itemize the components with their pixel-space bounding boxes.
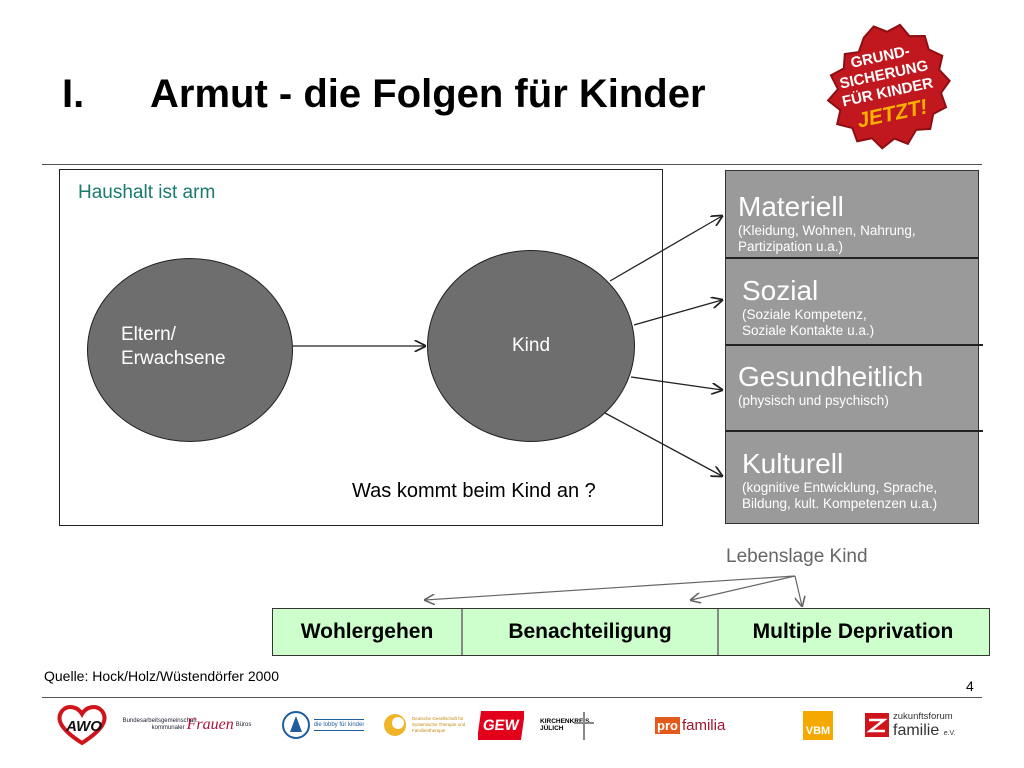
category-materiell: Materiell (Kleidung, Wohnen, Nahrung, Pa… xyxy=(738,191,916,255)
parents-label: Eltern/ Erwachsene xyxy=(121,323,226,371)
logo-circle-seal xyxy=(280,703,312,747)
arrow-to-sozial xyxy=(633,300,722,326)
panel-separator xyxy=(725,344,983,346)
familie-text: familie xyxy=(893,721,940,739)
category-kulturell: Kulturell (kognitive Entwicklung, Sprach… xyxy=(742,448,937,512)
logo-bag-frauenbueros: Bundesarbeitsgemeinschaft kommunaler Fra… xyxy=(122,703,252,747)
life-situation-label: Lebenslage Kind xyxy=(726,546,868,567)
awo-heart-icon: AWO xyxy=(57,705,107,746)
logo-pro-familia: pro familia xyxy=(655,703,775,747)
awo-text: AWO xyxy=(65,718,102,735)
category-gesundheitlich: Gesundheitlich (physisch und psychisch) xyxy=(738,361,923,409)
bag-small-text: Bundesarbeitsgemeinschaft kommunaler xyxy=(122,718,197,731)
outcome-row: Wohlergehen Benachteiligung Multiple Dep… xyxy=(272,608,990,656)
logo-zukunftsforum-familie: zukunftsforum familie e.V. xyxy=(864,703,976,747)
parents-label-line1: Eltern/ xyxy=(121,324,176,345)
logo-vbm: VBM xyxy=(800,703,836,747)
parents-label-line2: Erwachsene xyxy=(121,348,226,369)
arrow-to-kulturell xyxy=(604,412,722,476)
category-subtext-2: Soziale Kontakte u.a.) xyxy=(742,323,875,338)
arrow-lebenslage-to-wohlergehen xyxy=(425,575,796,600)
zukunftsforum-icon xyxy=(865,713,889,737)
bag-suffix-text: Büros xyxy=(235,722,252,728)
page-title: Armut - die Folgen für Kinder xyxy=(150,72,706,116)
logo-kirchenkreis: KIRCHENKREIS JÜLICH xyxy=(540,703,630,747)
household-label: Haushalt ist arm xyxy=(78,182,216,203)
panel-separator xyxy=(725,430,983,432)
outcome-benachteiligung: Benachteiligung xyxy=(508,620,672,643)
kirchenkreis-text: KIRCHENKREIS xyxy=(540,718,590,725)
logo-awo: AWO xyxy=(52,703,112,747)
category-subtext-1: (Soziale Kompetenz, xyxy=(742,307,867,322)
badge-icon: GRUND- SICHERUNG FÜR KINDER JETZT! xyxy=(826,23,951,150)
cross-bar xyxy=(574,722,594,724)
outcome-divider xyxy=(717,609,719,655)
logo-gew: GEW xyxy=(478,703,524,747)
child-circle xyxy=(427,250,635,442)
footer-divider xyxy=(42,697,982,698)
vbm-text: VBM xyxy=(802,710,834,740)
badge-grundsicherung: GRUND- SICHERUNG FÜR KINDER JETZT! xyxy=(816,18,958,160)
category-title: Materiell xyxy=(738,191,844,222)
pro-text: pro xyxy=(655,716,680,734)
arrow-to-gesundheitlich xyxy=(630,376,722,390)
category-subtext-2: Bildung, kult. Kompetenzen u.a.) xyxy=(742,496,938,511)
arrow-to-materiell xyxy=(609,216,722,282)
outcomes-panel xyxy=(725,170,979,524)
ev-text: e.V. xyxy=(943,729,956,737)
bag-script-text: Frauen xyxy=(186,716,234,733)
zukunftsforum-text-block: zukunftsforum familie e.V. xyxy=(893,711,956,740)
category-subtext-1: (Kleidung, Wohnen, Nahrung, xyxy=(738,223,916,238)
panel-separator xyxy=(725,257,979,259)
familie-text-line: familie e.V. xyxy=(893,722,956,740)
logo-dgsf: Deutsche Gesellschaft für Systemische Th… xyxy=(382,703,470,747)
category-subtext-2: Partizipation u.a.) xyxy=(738,239,844,254)
outcome-wohlergehen: Wohlergehen xyxy=(300,620,434,643)
arrow-lebenslage-to-benachteiligung xyxy=(691,575,796,600)
cross-icon xyxy=(583,712,585,740)
page-number: 4 xyxy=(966,678,974,694)
category-title: Kulturell xyxy=(742,448,844,479)
logo-lobby: die lobby für kinder xyxy=(314,703,364,747)
seal-icon xyxy=(282,711,310,739)
gew-text: GEW xyxy=(478,710,524,740)
outcome-divider xyxy=(461,609,463,655)
familia-text: familia xyxy=(681,716,726,734)
outcome-multiple-deprivation: Multiple Deprivation xyxy=(752,620,954,643)
category-subtext-1: (physisch und psychisch) xyxy=(738,393,889,408)
arrow-lebenslage-to-deprivation xyxy=(794,575,802,606)
question-text: Was kommt beim Kind an ? xyxy=(352,480,596,502)
title-number: I. xyxy=(62,72,85,116)
parents-circle xyxy=(87,258,293,442)
category-subtext-1: (kognitive Entwicklung, Sprache, xyxy=(742,480,938,495)
zukunftsforum-text: zukunftsforum xyxy=(893,710,953,722)
source-note: Quelle: Hock/Holz/Wüstendörfer 2000 xyxy=(44,668,279,684)
category-title: Sozial xyxy=(742,275,819,306)
title-divider xyxy=(42,164,982,165)
dgsf-sun-icon xyxy=(384,714,406,736)
lobby-text: die lobby für kinder xyxy=(314,719,364,731)
household-frame xyxy=(59,169,663,526)
category-sozial: Sozial (Soziale Kompetenz, Soziale Konta… xyxy=(742,275,874,339)
category-title: Gesundheitlich xyxy=(738,361,924,392)
child-label: Kind xyxy=(511,335,551,356)
juelich-text: JÜLICH xyxy=(540,725,564,732)
dgsf-text: Deutsche Gesellschaft für Systemische Th… xyxy=(412,716,466,733)
